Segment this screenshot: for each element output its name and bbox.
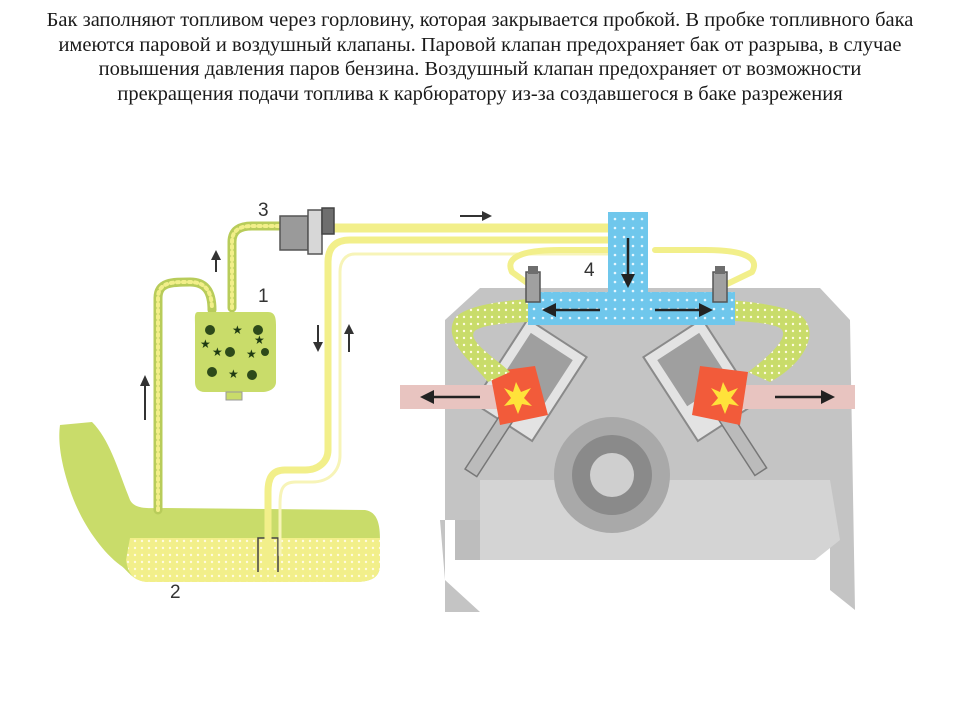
arrow-icon [460, 211, 492, 221]
fuel-filter: ★★ ★★ ★★ [194, 312, 276, 401]
injectors-label: 4 [584, 260, 595, 281]
injector-left [525, 266, 541, 303]
combustion-chamber-left [490, 366, 548, 425]
tank-label: 2 [170, 582, 181, 603]
svg-text:★: ★ [212, 345, 223, 359]
arrow-icon [140, 375, 150, 420]
fuel-tank [59, 422, 380, 582]
arrow-icon [775, 390, 835, 404]
arrow-icon [542, 303, 600, 317]
pump-label: 3 [258, 200, 269, 221]
svg-text:★: ★ [246, 347, 257, 361]
svg-text:★: ★ [228, 367, 239, 381]
air-intake [528, 212, 735, 325]
filter-label: 1 [258, 286, 269, 307]
spark-icon [711, 382, 739, 414]
svg-text:★: ★ [254, 333, 265, 347]
arrow-icon [420, 390, 480, 404]
arrow-icon [621, 238, 635, 288]
arrow-icon [313, 325, 323, 352]
spark-icon [504, 382, 532, 414]
combustion-chamber-right [692, 366, 748, 425]
fuel-lines [153, 221, 757, 564]
injector-right [712, 266, 728, 303]
svg-text:★: ★ [200, 337, 211, 351]
arrow-icon [655, 303, 713, 317]
slide-caption: Бак заполняют топливом через горловину, … [46, 9, 914, 105]
fuel-pump [279, 207, 335, 255]
arrow-icon [344, 324, 354, 352]
svg-text:★: ★ [232, 323, 243, 337]
arrow-icon [211, 250, 221, 272]
